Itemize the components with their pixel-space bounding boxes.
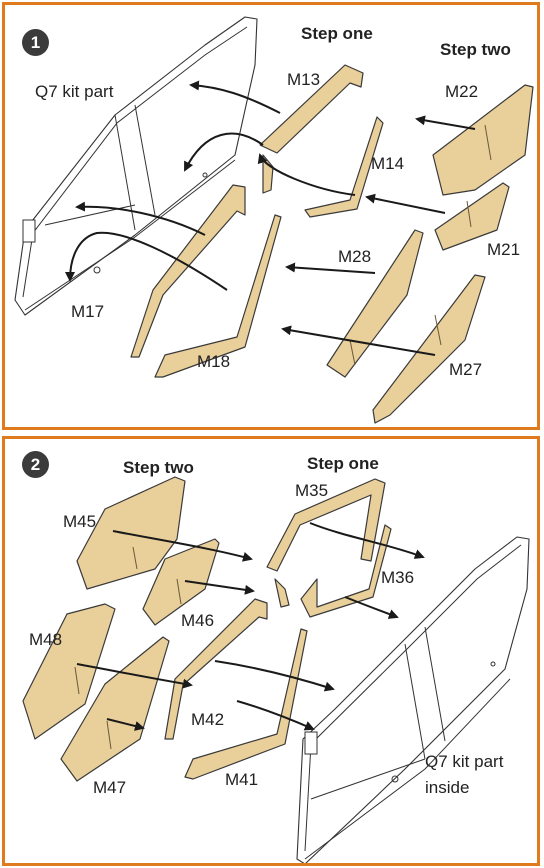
label-m36: M36 [381, 568, 415, 587]
label-m42: M42 [191, 710, 225, 729]
canopy-kit-part [14, 16, 258, 316]
mask-m18 [154, 214, 282, 378]
mask-m42 [164, 598, 268, 740]
label-m22: M22 [445, 82, 479, 101]
mask-m48 [22, 603, 116, 740]
label-m18: M18 [197, 352, 231, 371]
label-m46: M46 [181, 611, 215, 630]
label-m28: M28 [338, 247, 372, 266]
label-m35: M35 [295, 481, 329, 500]
kit-part-inside-label: inside [425, 778, 470, 797]
mask-m13 [259, 64, 364, 154]
step-2-panel: 2 Step two Step one M35 M45 M36 M46 M48 … [2, 436, 540, 866]
label-m45: M45 [63, 512, 97, 531]
mask-m21 [434, 182, 510, 251]
label-m41: M41 [225, 770, 259, 789]
mask-m35 [266, 478, 386, 572]
mask-m46 [142, 538, 220, 626]
label-m13: M13 [287, 70, 321, 89]
mask-m14 [304, 116, 384, 218]
mask-m17 [130, 184, 246, 358]
canopy-kit-part [296, 536, 530, 863]
label-m21: M21 [487, 240, 521, 259]
label-m47: M47 [93, 778, 127, 797]
mask-m13b [262, 154, 274, 194]
step-1-panel: 1 Step one Step two Q7 kit part M13 M22 … [2, 2, 540, 430]
mask-m27 [372, 274, 486, 424]
step-1-illustration [14, 16, 534, 424]
step-one-heading: Step one [301, 24, 373, 43]
step-one-heading: Step one [307, 454, 379, 473]
step-number-badge: 1 [22, 29, 49, 56]
mask-m47 [60, 636, 170, 782]
step-2-illustration [22, 476, 530, 863]
label-m17: M17 [71, 302, 105, 321]
label-m48: M48 [29, 630, 63, 649]
step-two-heading: Step two [440, 40, 511, 59]
label-m14: M14 [371, 154, 405, 173]
mask-m41 [184, 628, 308, 780]
mask-m35b [274, 578, 290, 608]
kit-part-label: Q7 kit part [425, 752, 504, 771]
mask-m22 [432, 84, 534, 196]
step-two-heading: Step two [123, 458, 194, 477]
mask-m36 [300, 524, 392, 618]
step-number-badge: 2 [22, 451, 49, 478]
kit-part-label: Q7 kit part [35, 82, 114, 101]
mask-m45 [76, 476, 186, 590]
label-m27: M27 [449, 360, 483, 379]
